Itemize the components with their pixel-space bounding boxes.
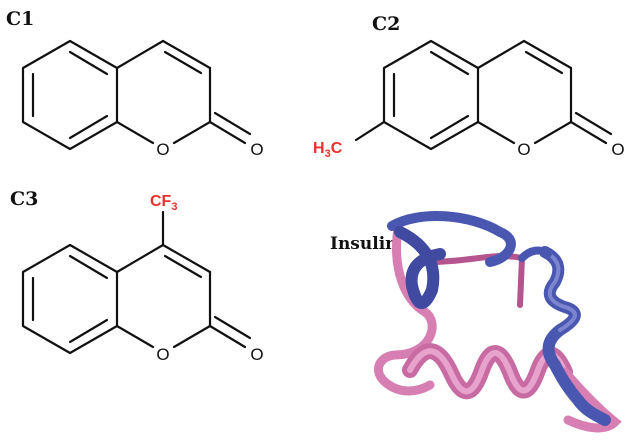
c2-ring-oxygen: O <box>517 140 530 159</box>
c3-cf3-label: CF3 <box>150 193 177 213</box>
c2-double-bond <box>524 50 564 75</box>
c2-carbonyl-bond <box>574 111 613 136</box>
c3-bond <box>172 324 212 349</box>
c1-carbonyl-bond <box>213 111 252 136</box>
label-insulin: Insulin <box>330 234 398 254</box>
pink-loop <box>374 223 437 396</box>
c1-double-bond <box>163 50 203 75</box>
pink-tail <box>560 367 622 433</box>
c3-carbonyl-bond <box>208 324 247 349</box>
blue-helix-right <box>539 246 611 426</box>
c1-carbonyl-oxygen: O <box>250 140 263 159</box>
insulin-structure: Insulin <box>330 211 622 433</box>
c2-benzene-ring <box>382 39 480 151</box>
c2-bond <box>533 120 573 145</box>
c1-bond <box>115 120 155 145</box>
c3-carbonyl-oxygen: O <box>250 345 263 364</box>
c1-double-bond <box>68 50 109 76</box>
c1-bond <box>172 120 212 145</box>
c1-ring-oxygen: O <box>156 140 169 159</box>
c3-ring-oxygen: O <box>156 345 169 364</box>
c2-double-bond <box>429 50 470 76</box>
c3-bond <box>161 243 212 274</box>
c2-methyl-bond <box>354 120 386 142</box>
c2-carbonyl-bond <box>569 120 608 145</box>
c2-bond <box>522 39 573 70</box>
c1-double-bond <box>68 114 109 140</box>
c1-bonds <box>21 39 252 151</box>
pink-strand-top <box>427 253 526 308</box>
c2-carbonyl-oxygen: O <box>611 140 624 159</box>
c3-carbonyl-bond <box>213 315 252 340</box>
label-c3: C3 <box>10 188 38 210</box>
c3-bond <box>115 324 155 349</box>
c2-bond <box>476 39 526 70</box>
c1-benzene-ring <box>21 39 119 151</box>
c2-methyl-label: H3C <box>313 140 343 160</box>
c2-bond <box>476 120 516 145</box>
c2-double-bond <box>429 114 470 140</box>
c1-bond <box>161 39 212 70</box>
c3-benzene-ring <box>21 243 119 355</box>
molecule-c2: C2 O O H3C <box>313 13 625 160</box>
molecule-c3: C3 O O CF3 <box>10 188 264 364</box>
blue-helix-highlight <box>543 250 577 332</box>
label-c2: C2 <box>372 13 400 35</box>
insulin-ribbon <box>374 211 622 433</box>
c1-carbonyl-bond <box>208 120 247 145</box>
blue-helix-left <box>394 226 446 309</box>
c3-double-bond <box>68 254 109 280</box>
c3-double-bond <box>68 318 109 344</box>
blue-connector <box>518 246 552 262</box>
c3-bond <box>115 243 165 274</box>
blue-strand-top <box>387 211 516 267</box>
c2-bonds <box>354 39 613 151</box>
c3-bonds <box>21 210 252 355</box>
pink-helix-highlight <box>407 348 568 395</box>
c3-double-bond <box>163 254 203 279</box>
molecule-c1: C1 O O <box>6 8 264 159</box>
label-c1: C1 <box>6 8 34 30</box>
c1-bond <box>115 39 165 70</box>
